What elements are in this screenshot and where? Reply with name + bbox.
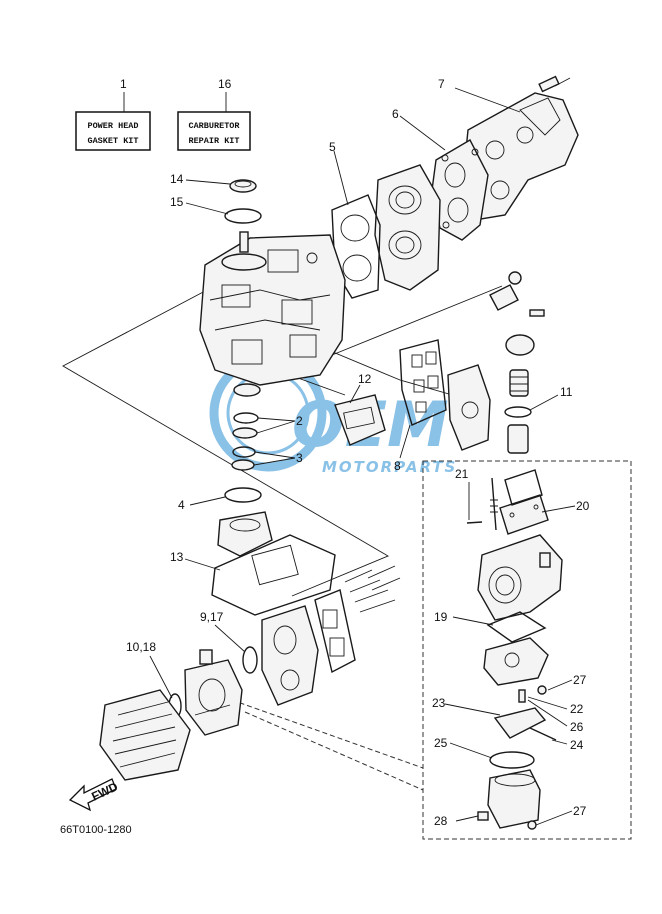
- callout-25: 25: [434, 736, 448, 750]
- callout-1: 1: [120, 77, 127, 91]
- carburetor-float: [493, 707, 547, 739]
- outer-exhaust-cover: [447, 364, 491, 451]
- kit-line-2: REPAIR KIT: [188, 136, 239, 146]
- carburetor-detail-body: [477, 534, 563, 621]
- callout-24: 24: [570, 738, 584, 752]
- float-bowl-gasket: [489, 751, 535, 769]
- float-chamber-gasket: [486, 611, 547, 643]
- drain-screw: [477, 811, 537, 830]
- callout-27-lower: 27: [573, 804, 587, 818]
- callout-19: 19: [434, 610, 448, 624]
- callout-7: 7: [438, 77, 445, 91]
- kit-line-1: POWER HEAD: [87, 121, 138, 131]
- callout-28: 28: [434, 814, 448, 828]
- callout-16: 16: [218, 77, 232, 91]
- callout-15: 15: [170, 195, 184, 209]
- exhaust-gasket: [399, 339, 447, 426]
- crankshaft-seals: [231, 383, 261, 471]
- watermark-subtitle: MOTORPARTS: [322, 458, 457, 476]
- reed-valve: [334, 394, 386, 446]
- thermostat-assembly: [489, 271, 545, 454]
- callout-27-upper: 27: [573, 673, 587, 687]
- callout-5: 5: [329, 140, 336, 154]
- callout-3: 3: [296, 451, 303, 465]
- callout-8: 8: [394, 459, 401, 473]
- fwd-arrow-icon: FWD: [68, 778, 120, 812]
- callout-11: 11: [560, 385, 573, 399]
- o-ring-bottom: [224, 487, 262, 503]
- reed-petals: [344, 565, 401, 613]
- callout-26: 26: [570, 720, 584, 734]
- float-bowl: [487, 769, 541, 829]
- callout-2: 2: [296, 414, 303, 428]
- pilot-screw: [466, 477, 498, 531]
- carburetor-body: [184, 649, 243, 736]
- kit-line-1: CARBURETOR: [188, 121, 240, 131]
- callout-22: 22: [570, 702, 584, 716]
- leader-lines: [123, 87, 576, 826]
- cylinder-block-crankcase: [199, 231, 346, 386]
- callout-numbers: 1 16 7 6 5 14 15 12 11 2 3 8 21 20 4 13 …: [120, 77, 590, 828]
- power-head-gasket-kit-label: POWER HEAD GASKET KIT: [75, 111, 151, 151]
- callout-4: 4: [178, 498, 185, 512]
- intake-manifold: [261, 605, 319, 706]
- carburetor-o-ring: [242, 646, 258, 674]
- float-pin: [529, 727, 557, 741]
- callout-12: 12: [358, 372, 372, 386]
- oil-seal: [229, 179, 257, 193]
- carburetor-diaphragm: [504, 469, 543, 506]
- base-gasket: [211, 534, 336, 616]
- needle-valve: [518, 685, 547, 703]
- callout-6: 6: [392, 107, 399, 121]
- callout-21: 21: [455, 467, 469, 481]
- cylinder-head: [374, 164, 441, 291]
- intake-silencer: [99, 689, 191, 781]
- diagram-part-number: 66T0100-1280: [60, 824, 132, 836]
- callout-10-18: 10,18: [126, 640, 156, 654]
- callout-13: 13: [170, 550, 184, 564]
- callout-14: 14: [170, 172, 184, 186]
- carburetor-repair-kit-label: CARBURETOR REPAIR KIT: [177, 111, 251, 151]
- callout-9-17: 9,17: [200, 610, 224, 624]
- float-bowl-top: [483, 637, 549, 686]
- lower-bearing-housing: [217, 511, 273, 557]
- fwd-label: FWD: [89, 779, 120, 803]
- o-ring-top: [224, 208, 262, 224]
- callout-20: 20: [576, 499, 590, 513]
- kit-line-2: GASKET KIT: [87, 136, 138, 146]
- callout-23: 23: [432, 696, 446, 710]
- intake-manifold-gasket: [314, 589, 356, 674]
- exhaust-cover-gasket: [431, 139, 489, 241]
